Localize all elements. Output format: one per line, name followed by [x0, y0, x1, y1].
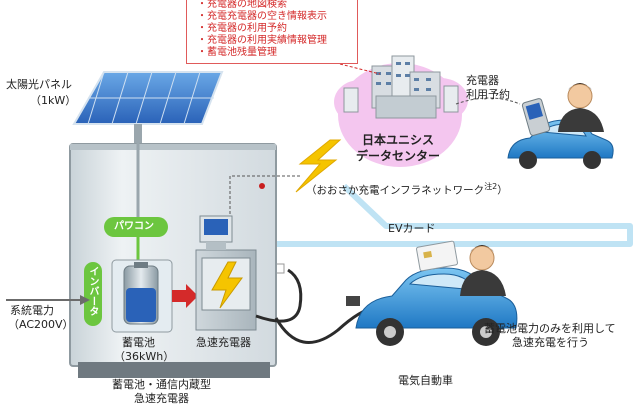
ev-card-icon	[416, 240, 458, 272]
ev-card-label: EVカード	[388, 222, 436, 235]
feature-list: 充電器の地図検索 充電充電器の空き情報表示 充電器の利用予約 充電器の利用実績情…	[197, 0, 357, 59]
mobile-phone-icon	[521, 98, 551, 136]
network-label: （おおさか充電インフラネットワーク注2）	[306, 180, 508, 198]
quick-charger-label: 急速充電器	[196, 336, 251, 349]
battery-to-charger-arrow	[172, 284, 198, 308]
wireless-bolt-icon	[295, 139, 342, 193]
solar-panel-icon	[72, 71, 224, 144]
battery-icon	[111, 259, 173, 333]
reservation-link	[455, 97, 521, 105]
reservation-label-1: 充電器	[466, 74, 499, 87]
feature-item: 充電充電器の空き情報表示	[197, 11, 357, 23]
inverter-label: インバータ	[87, 266, 98, 316]
reservation-label-2: 利用予約	[466, 88, 510, 101]
datacenter-name-1: 日本ユニシス	[362, 133, 435, 147]
solar-panel-label: 太陽光パネル	[6, 78, 72, 91]
battery-label: 蓄電池	[122, 336, 155, 349]
feature-item: 蓄電池残量管理	[197, 47, 357, 59]
network-close: ）	[497, 184, 508, 197]
feature-item: 充電器の利用予約	[197, 23, 357, 35]
pcs-box	[104, 217, 168, 237]
ev-label: 電気自動車	[398, 374, 453, 387]
grid-power-label: 系統電力	[10, 304, 54, 317]
user-note-2: 急速充電を行う	[512, 336, 589, 349]
feature-pointer	[339, 63, 381, 75]
datacenter-name-2: データセンター	[356, 149, 441, 163]
user-note-1: 蓄電池電力のみを利用して	[484, 322, 616, 335]
cable-link	[274, 183, 633, 247]
terminal-icon	[199, 215, 233, 250]
cabinet-caption-1: 蓄電池・通信内蔵型	[112, 378, 211, 391]
feature-item: 充電器の地図検索	[197, 0, 357, 11]
charging-plug	[346, 296, 360, 306]
network-label-text: （おおさか充電インフラネットワーク	[306, 184, 485, 197]
grid-power-voltage: （AC200V）	[8, 318, 74, 331]
network-footnote: 注2	[484, 182, 498, 191]
power-conditioner-label: パワコン	[114, 221, 154, 232]
status-led	[259, 183, 265, 189]
quick-charger-icon	[195, 249, 257, 331]
datacenter-icon	[334, 55, 468, 167]
grid-power-arrow-head	[80, 295, 90, 305]
cabinet-caption-2: 急速充電器	[134, 392, 189, 405]
inverter-box	[84, 262, 102, 326]
solar-panel-capacity: （1kW）	[30, 94, 77, 107]
battery-capacity: （36kWh）	[114, 350, 175, 363]
feature-item: 充電器の利用実績情報管理	[197, 35, 357, 47]
feature-list-box: 充電器の地図検索 充電充電器の空き情報表示 充電器の利用予約 充電器の利用実績情…	[186, 0, 358, 64]
user-reserving-icon	[558, 83, 604, 132]
user-charging-icon	[460, 245, 506, 296]
network-link	[229, 175, 300, 214]
